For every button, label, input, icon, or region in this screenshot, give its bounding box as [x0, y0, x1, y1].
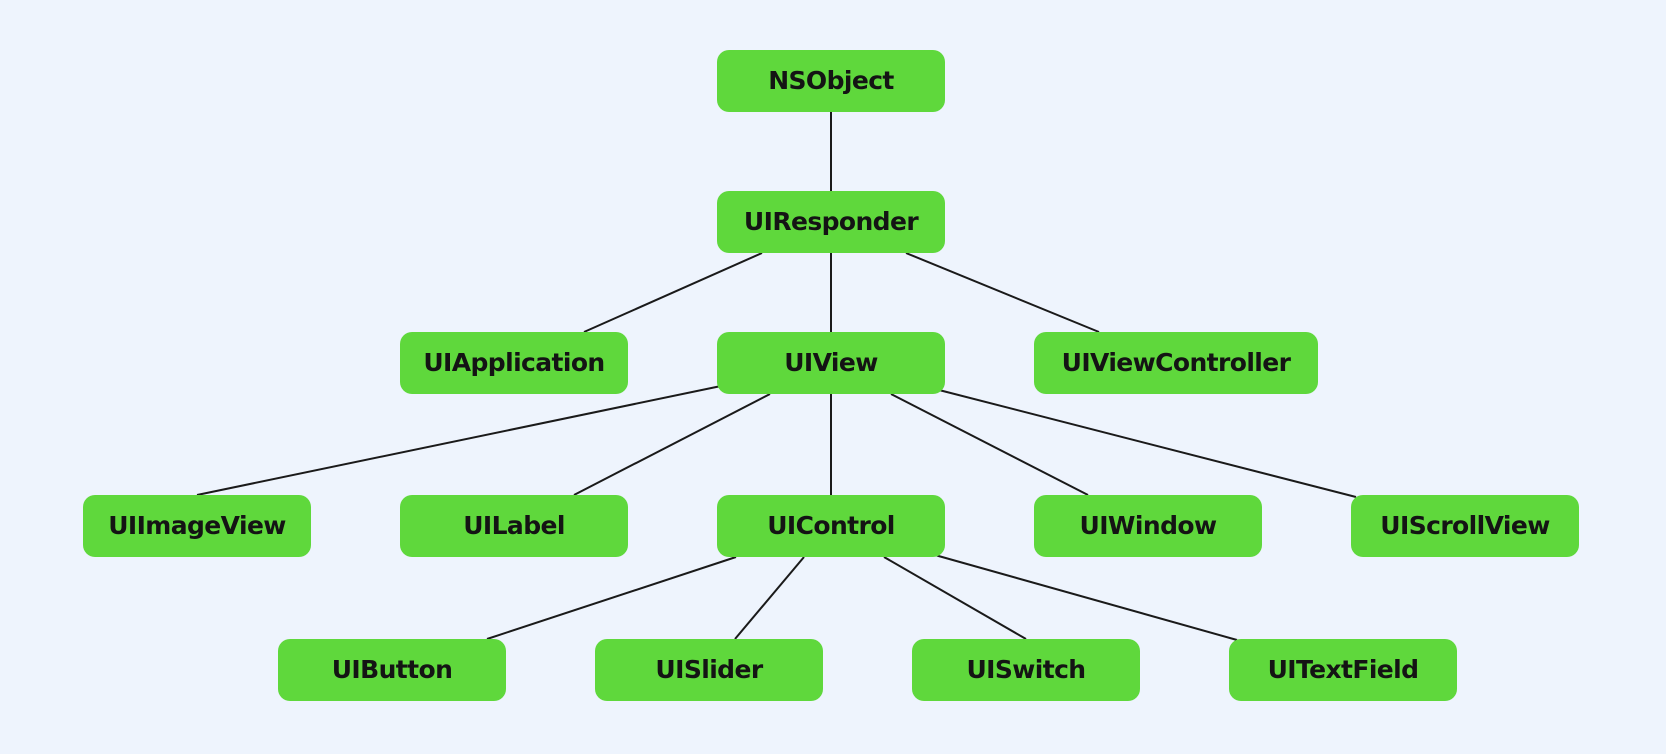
node-box [1034, 332, 1318, 394]
node-box [1351, 495, 1579, 557]
edge-uicontrol-to-uiswitch [883, 556, 1027, 640]
node-box [717, 495, 945, 557]
node-label: UIWindow [1080, 511, 1217, 540]
node-uislider: UISlider [595, 639, 823, 701]
node-box [83, 495, 311, 557]
edge-uicontrol-to-uislider [734, 556, 805, 640]
edge-uiresponder-to-uiapplication [583, 252, 763, 333]
node-label: UIResponder [744, 207, 919, 236]
node-uiscrollview: UIScrollView [1351, 495, 1579, 557]
node-label: UIButton [332, 655, 453, 684]
node-label: UILabel [463, 511, 565, 540]
node-label: UISlider [655, 655, 763, 684]
node-uilabel: UILabel [400, 495, 628, 557]
node-label: UISwitch [966, 655, 1085, 684]
node-box [717, 332, 945, 394]
node-label: UIViewController [1062, 348, 1292, 377]
node-label: UITextField [1268, 655, 1419, 684]
node-box [595, 639, 823, 701]
node-box [717, 50, 945, 112]
node-uicontrol: UIControl [717, 495, 945, 557]
node-box [717, 191, 945, 253]
edge-uiview-to-uiwindow [890, 393, 1089, 496]
node-uiview: UIView [717, 332, 945, 394]
node-box [400, 332, 628, 394]
edge-uiview-to-uilabel [573, 393, 771, 496]
edge-uiview-to-uiscrollview [938, 389, 1357, 498]
node-uiviewcontroller: UIViewController [1034, 332, 1318, 394]
node-uitextfield: UITextField [1229, 639, 1457, 701]
node-label: NSObject [768, 66, 894, 95]
node-uiapplication: UIApplication [400, 332, 628, 394]
node-nsobject: NSObject [717, 50, 945, 112]
node-uiwindow: UIWindow [1034, 495, 1262, 557]
edge-uicontrol-to-uibutton [486, 556, 737, 640]
node-label: UIControl [767, 511, 895, 540]
node-label: UIImageView [108, 511, 286, 540]
node-label: UIScrollView [1380, 511, 1550, 540]
node-box [1229, 639, 1457, 701]
node-uiimageview: UIImageView [83, 495, 311, 557]
node-label: UIView [784, 348, 878, 377]
node-box [912, 639, 1140, 701]
node-box [400, 495, 628, 557]
edge-uiresponder-to-uiviewcontroller [905, 252, 1100, 333]
node-box [278, 639, 506, 701]
node-uibutton: UIButton [278, 639, 506, 701]
node-box [1034, 495, 1262, 557]
edge-uiview-to-uiimageview [196, 385, 722, 496]
node-label: UIApplication [423, 348, 604, 377]
node-uiswitch: UISwitch [912, 639, 1140, 701]
node-uiresponder: UIResponder [717, 191, 945, 253]
edges-layer [196, 112, 1357, 641]
edge-uicontrol-to-uitextfield [934, 554, 1238, 641]
